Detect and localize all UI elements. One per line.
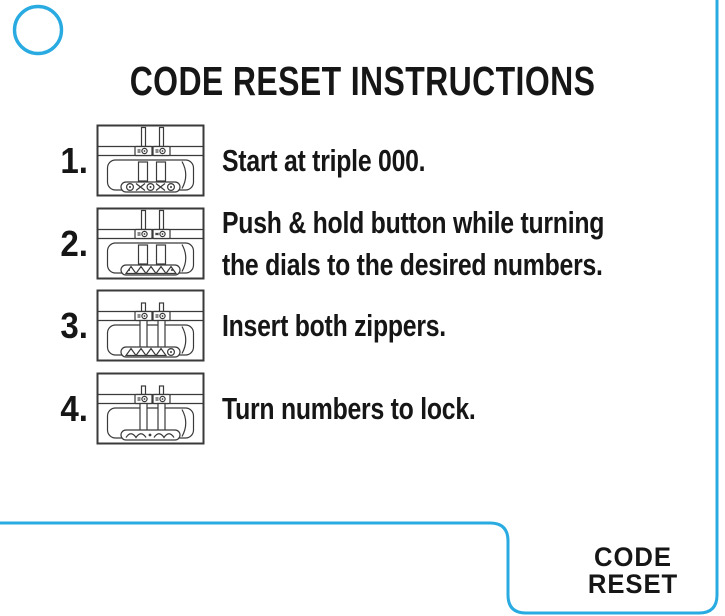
hole-circle-icon — [12, 4, 64, 56]
step-text: Start at triple 000. — [222, 142, 426, 178]
footer-label-line1: CODE — [594, 542, 672, 572]
step-row-1: 1. — [0, 124, 725, 197]
lock-zippers-inserted-icon — [96, 289, 205, 362]
step-number: 1. — [60, 139, 88, 181]
step-text: Turn numbers to lock. — [222, 390, 476, 426]
step-text: Insert both zippers. — [222, 307, 446, 343]
step-number: 2. — [60, 222, 88, 264]
page-title: CODE RESET INSTRUCTIONS — [129, 58, 596, 104]
lock-zippers-inserted-dials-turning-icon — [96, 372, 205, 445]
step-number: 3. — [60, 304, 88, 346]
footer-label-line2: RESET — [587, 569, 679, 599]
lock-zippers-out-dials-000-icon — [96, 124, 205, 197]
step-row-2: 2. — [0, 205, 725, 282]
step-row-4: 4. — [0, 372, 725, 445]
footer-code-reset-label: CODE RESET — [564, 544, 703, 598]
lock-zippers-out-dials-turning-icon — [96, 207, 205, 280]
step-text: Push & hold button while turning the dia… — [222, 204, 605, 282]
step-row-3: 3. — [0, 289, 725, 362]
step-number: 4. — [60, 387, 88, 429]
